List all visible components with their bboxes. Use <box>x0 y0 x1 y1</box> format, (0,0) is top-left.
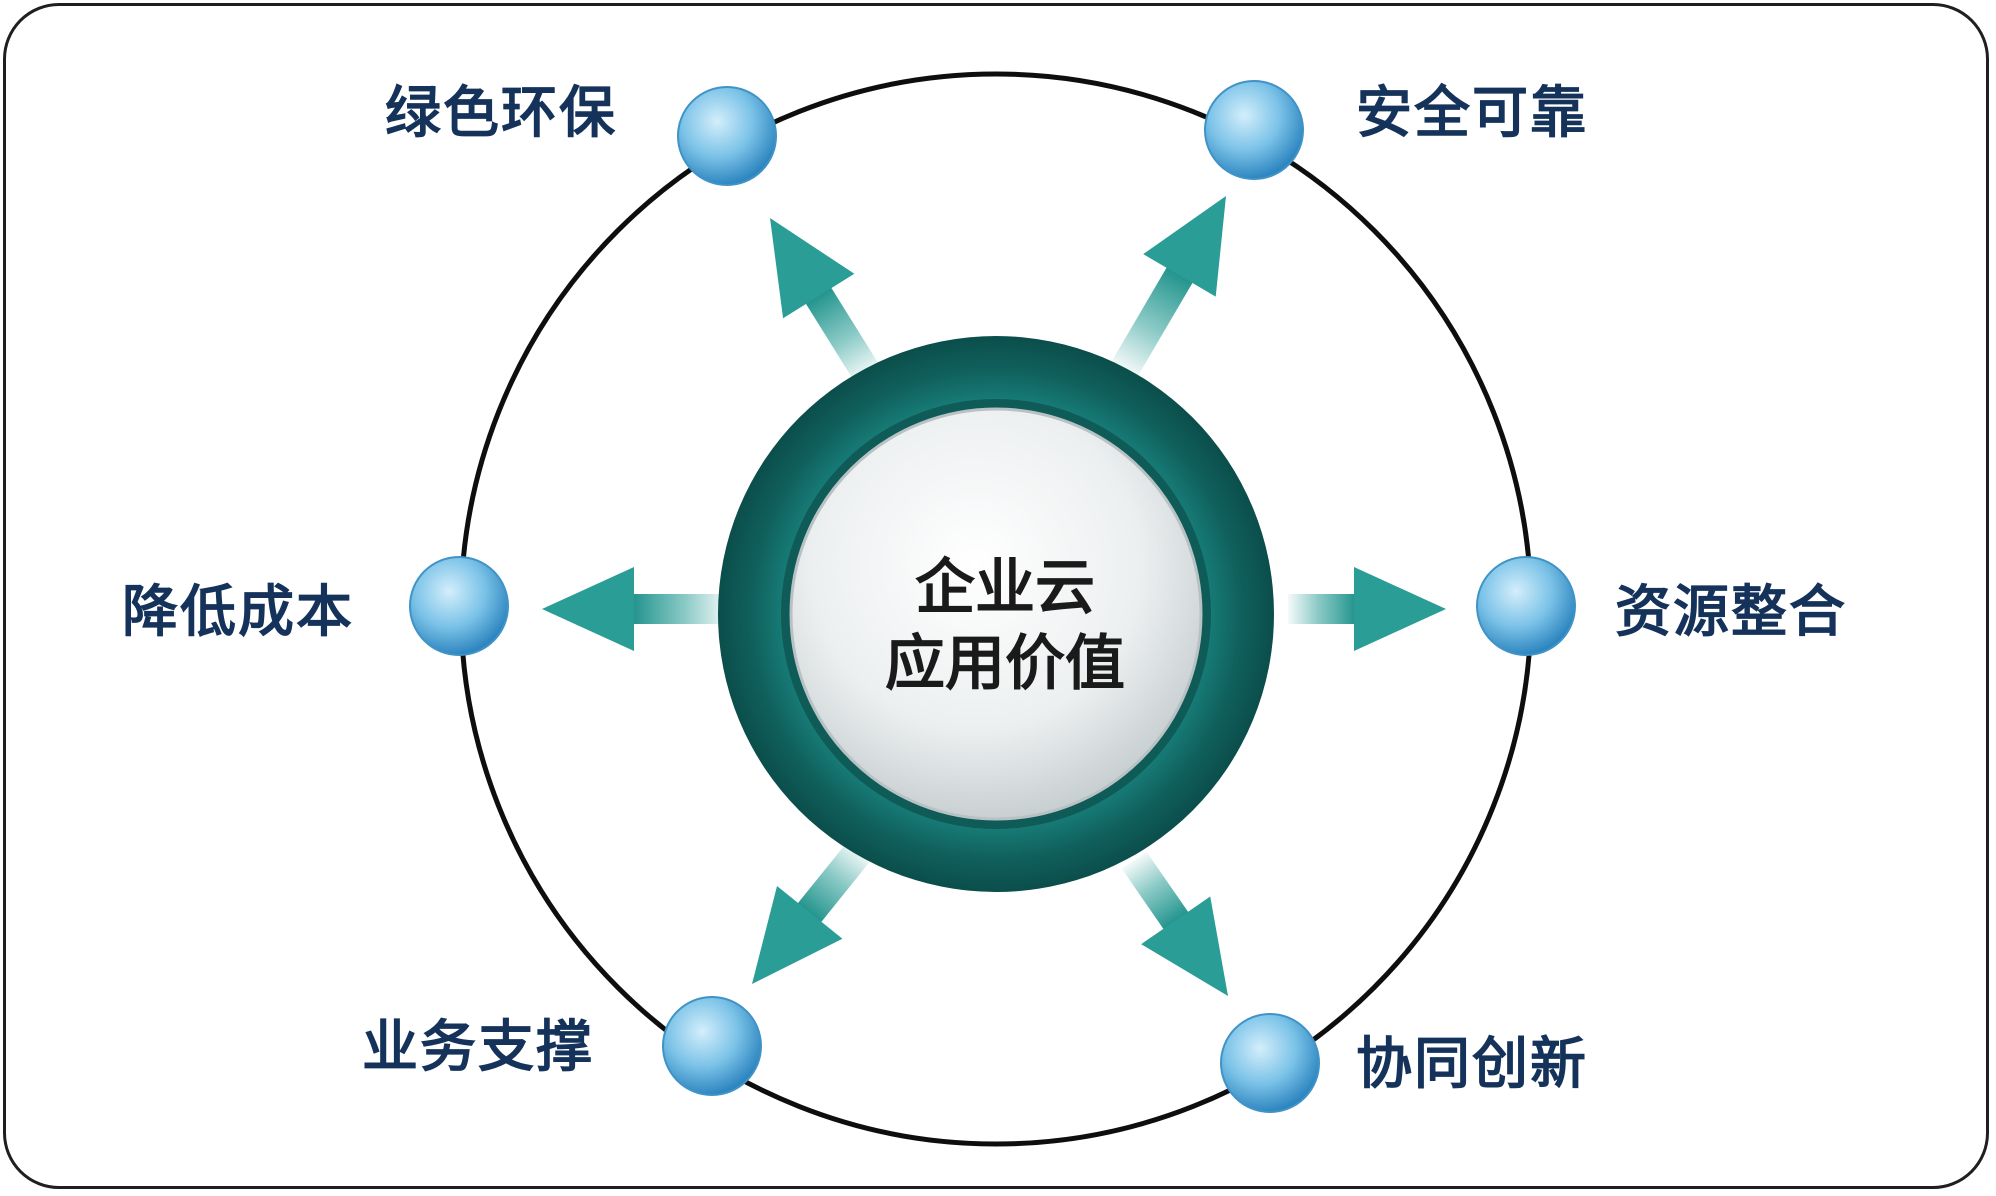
arrow-cost <box>542 567 728 651</box>
arrow-cost-shaft <box>632 594 728 624</box>
hub-title-line2: 应用价值 <box>885 629 1125 699</box>
node-group <box>409 80 1576 1113</box>
arrow-business-head <box>751 886 843 984</box>
arrow-business <box>751 840 872 984</box>
arrow-resource-shaft <box>1288 594 1356 624</box>
node-resource <box>1476 556 1576 656</box>
arrow-business-shaft <box>796 840 872 924</box>
arrow-green-shaft <box>804 286 881 383</box>
node-cost <box>409 556 509 656</box>
arrow-secure-head <box>1143 195 1227 297</box>
label-reduce-cost: 降低成本 <box>122 580 354 645</box>
arrow-cost-head <box>542 567 634 651</box>
label-green-environment: 绿色环保 <box>385 81 617 146</box>
hub-title-line1: 企业云 <box>915 553 1095 623</box>
hub-face <box>789 407 1203 821</box>
arrow-group <box>542 195 1446 997</box>
node-secure <box>1204 80 1304 180</box>
arrow-innovation-shaft <box>1121 851 1190 931</box>
arrow-innovation <box>1121 851 1229 997</box>
arrow-green <box>770 218 881 383</box>
arrow-secure <box>1111 195 1227 378</box>
node-business <box>662 996 762 1096</box>
arrow-green-head <box>770 218 855 319</box>
arrow-innovation-head <box>1141 896 1229 997</box>
label-resource-integration: 资源整合 <box>1615 580 1847 645</box>
label-collaborative-innovation: 协同创新 <box>1356 1032 1588 1097</box>
label-secure-reliable: 安全可靠 <box>1356 81 1588 146</box>
arrow-secure-shaft <box>1111 266 1194 378</box>
arrow-resource-head <box>1354 567 1446 651</box>
node-green <box>677 86 777 186</box>
hub-title: 企业云 应用价值 <box>840 550 1170 702</box>
label-business-support: 业务支撑 <box>362 1015 594 1080</box>
arrow-resource <box>1288 567 1446 651</box>
node-innovation <box>1220 1013 1320 1113</box>
